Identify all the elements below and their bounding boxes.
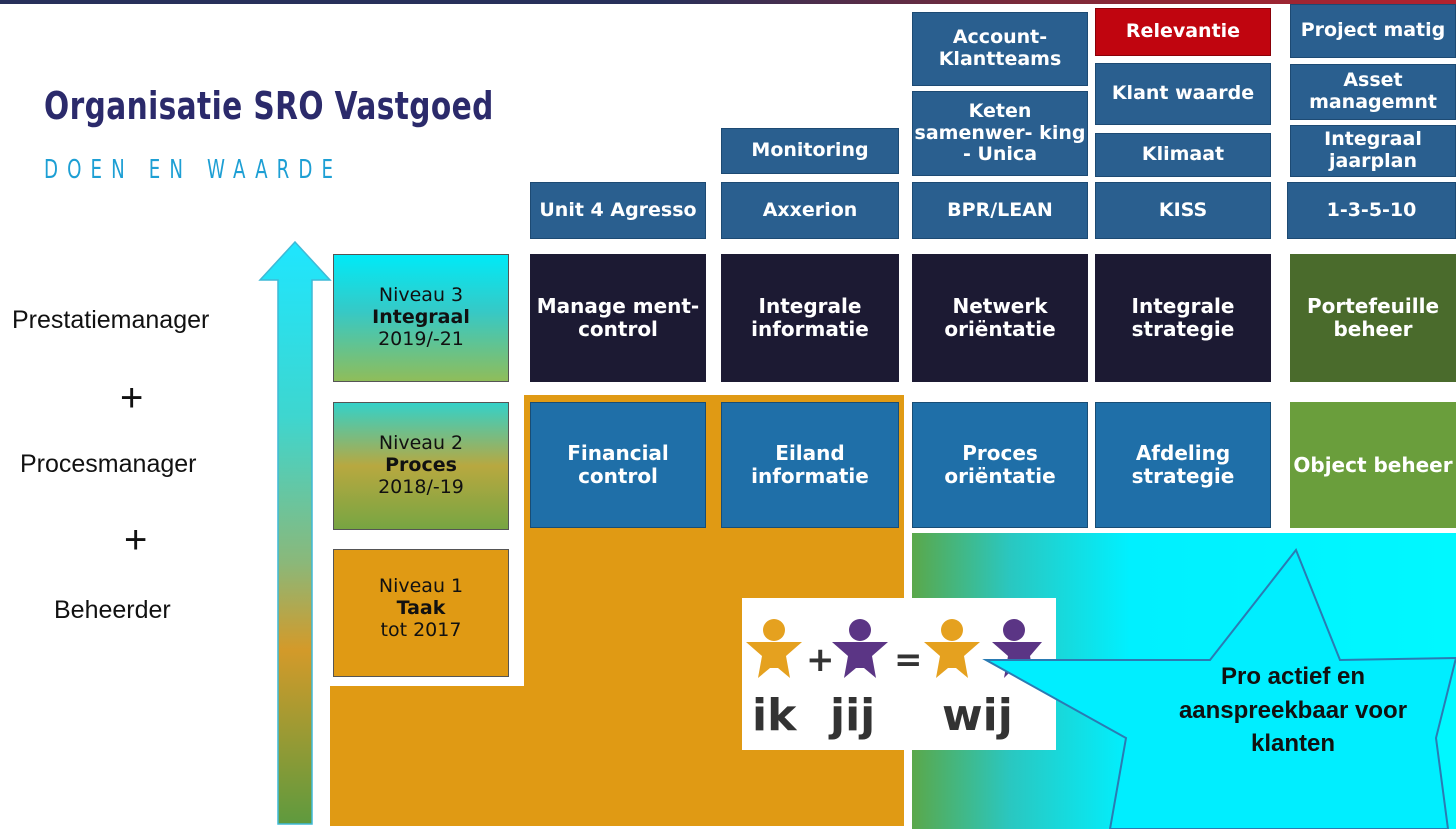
level-2-period: 2018/-19 [378,475,464,498]
tool-klimaat: Klimaat [1095,133,1271,177]
level1-area [330,686,524,826]
tool-1-3-5-10: 1-3-5-10 [1287,182,1456,239]
level-1-name: Niveau 1 [378,575,464,597]
cell-financial-control: Financial control [530,402,706,528]
cell-proces-orientatie: Proces oriëntatie [912,402,1088,528]
level-1-box: Niveau 1 Taak tot 2017 [333,549,509,677]
tool-relevantie: Relevantie [1095,8,1271,56]
tool-integraal-jaarplan: Integraal jaarplan [1290,125,1456,177]
page-subtitle: DOEN EN WAARDE [44,155,343,185]
plus-symbol: + [806,640,835,680]
word-jij: jij [830,690,876,741]
cell-eiland-informatie: Eiland informatie [721,402,899,528]
tool-asset-management: Asset managemnt [1290,64,1456,120]
cell-netwerk-orientatie: Netwerk oriëntatie [912,254,1088,382]
level-1-label: Taak [396,596,446,619]
cell-management-control: Manage ment- control [530,254,706,382]
level-3-box: Niveau 3 Integraal 2019/-21 [333,254,509,382]
word-ik: ik [752,690,797,741]
level-2-label: Proces [385,454,457,477]
level-1-period: tot 2017 [380,618,462,641]
page-title: Organisatie SRO Vastgoed [44,84,494,128]
tool-bpr-lean: BPR/LEAN [912,182,1088,239]
top-accent-bar [0,0,1456,4]
cell-integrale-informatie: Integrale informatie [721,254,899,382]
level-3-label: Integraal [372,306,470,329]
star-callout-text: Pro actief en aanspreekbaar voor klanten [1178,663,1408,758]
cell-integrale-strategie: Integrale strategie [1095,254,1271,382]
tool-keten-samenwerking: Keten samenwer- king - Unica [912,91,1088,176]
cell-object-beheer: Object beheer [1290,402,1456,528]
tool-unit4-agresso: Unit 4 Agresso [530,182,706,239]
tool-monitoring: Monitoring [721,128,899,174]
equals-symbol: = [894,640,923,680]
tool-axxerion: Axxerion [721,182,899,239]
role-procesmanager: Procesmanager [20,450,197,478]
tool-account-klantteams: Account- Klantteams [912,12,1088,86]
tool-klant-waarde: Klant waarde [1095,63,1271,125]
growth-arrow-icon [258,240,332,825]
level-2-name: Niveau 2 [378,432,464,455]
level-3-period: 2019/-21 [378,327,464,350]
cell-portefeuille-beheer: Portefeuille beheer [1290,254,1456,382]
role-beheerder: Beheerder [54,596,171,624]
level-2-box: Niveau 2 Proces 2018/-19 [333,402,509,530]
level-3-name: Niveau 3 [378,284,464,307]
role-prestatiemanager: Prestatiemanager [12,306,210,334]
tool-project-matig: Project matig [1290,4,1456,58]
cell-afdeling-strategie: Afdeling strategie [1095,402,1271,528]
tool-kiss: KISS [1095,182,1271,239]
plus-sign: + [120,376,144,420]
plus-sign: + [124,518,148,562]
star-callout-icon [982,548,1456,829]
word-wij: wij [942,690,1013,741]
